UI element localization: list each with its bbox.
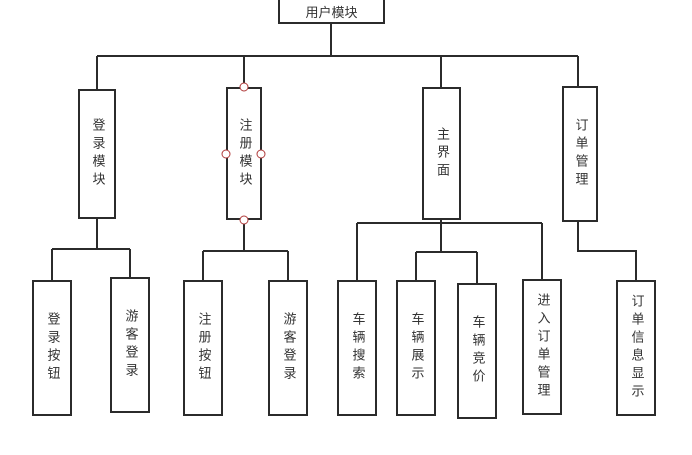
node-main-interface[interactable]: 主界面 — [422, 87, 461, 220]
node-enter-order-management[interactable]: 进入订单管理 — [522, 279, 562, 415]
node-guest-login-2[interactable]: 游客登录 — [268, 280, 308, 416]
node-order-info-display[interactable]: 订单信息显示 — [616, 280, 656, 416]
node-label: 游客登录 — [280, 312, 296, 384]
node-label: 订单管理 — [572, 118, 588, 190]
selection-handle-top[interactable] — [239, 82, 249, 92]
node-login-module[interactable]: 登录模块 — [78, 89, 116, 219]
node-vehicle-display[interactable]: 车辆展示 — [396, 280, 436, 416]
node-label: 订单信息显示 — [628, 294, 644, 402]
node-register-button[interactable]: 注册按钮 — [183, 280, 223, 416]
node-label: 登录模块 — [89, 118, 105, 190]
root-node-user-module[interactable]: 用户模块 — [278, 0, 385, 24]
node-label: 车辆竞价 — [469, 315, 485, 387]
node-label: 游客登录 — [122, 309, 138, 381]
node-label: 用户模块 — [305, 5, 358, 21]
selection-handle-right[interactable] — [256, 149, 266, 159]
node-label: 注册模块 — [236, 117, 252, 190]
node-order-management[interactable]: 订单管理 — [562, 86, 598, 222]
node-label: 进入订单管理 — [534, 293, 550, 401]
node-login-button[interactable]: 登录按钮 — [32, 280, 72, 416]
node-vehicle-search[interactable]: 车辆搜索 — [337, 280, 377, 416]
node-label: 登录按钮 — [44, 312, 60, 384]
node-label: 注册按钮 — [195, 312, 211, 384]
selection-handle-left[interactable] — [221, 149, 231, 159]
node-label: 主界面 — [434, 126, 449, 181]
node-label: 车辆展示 — [408, 312, 424, 384]
node-vehicle-bidding[interactable]: 车辆竞价 — [457, 283, 497, 419]
node-label: 车辆搜索 — [349, 312, 365, 384]
node-guest-login[interactable]: 游客登录 — [110, 277, 150, 413]
selection-handle-bottom[interactable] — [239, 215, 249, 225]
